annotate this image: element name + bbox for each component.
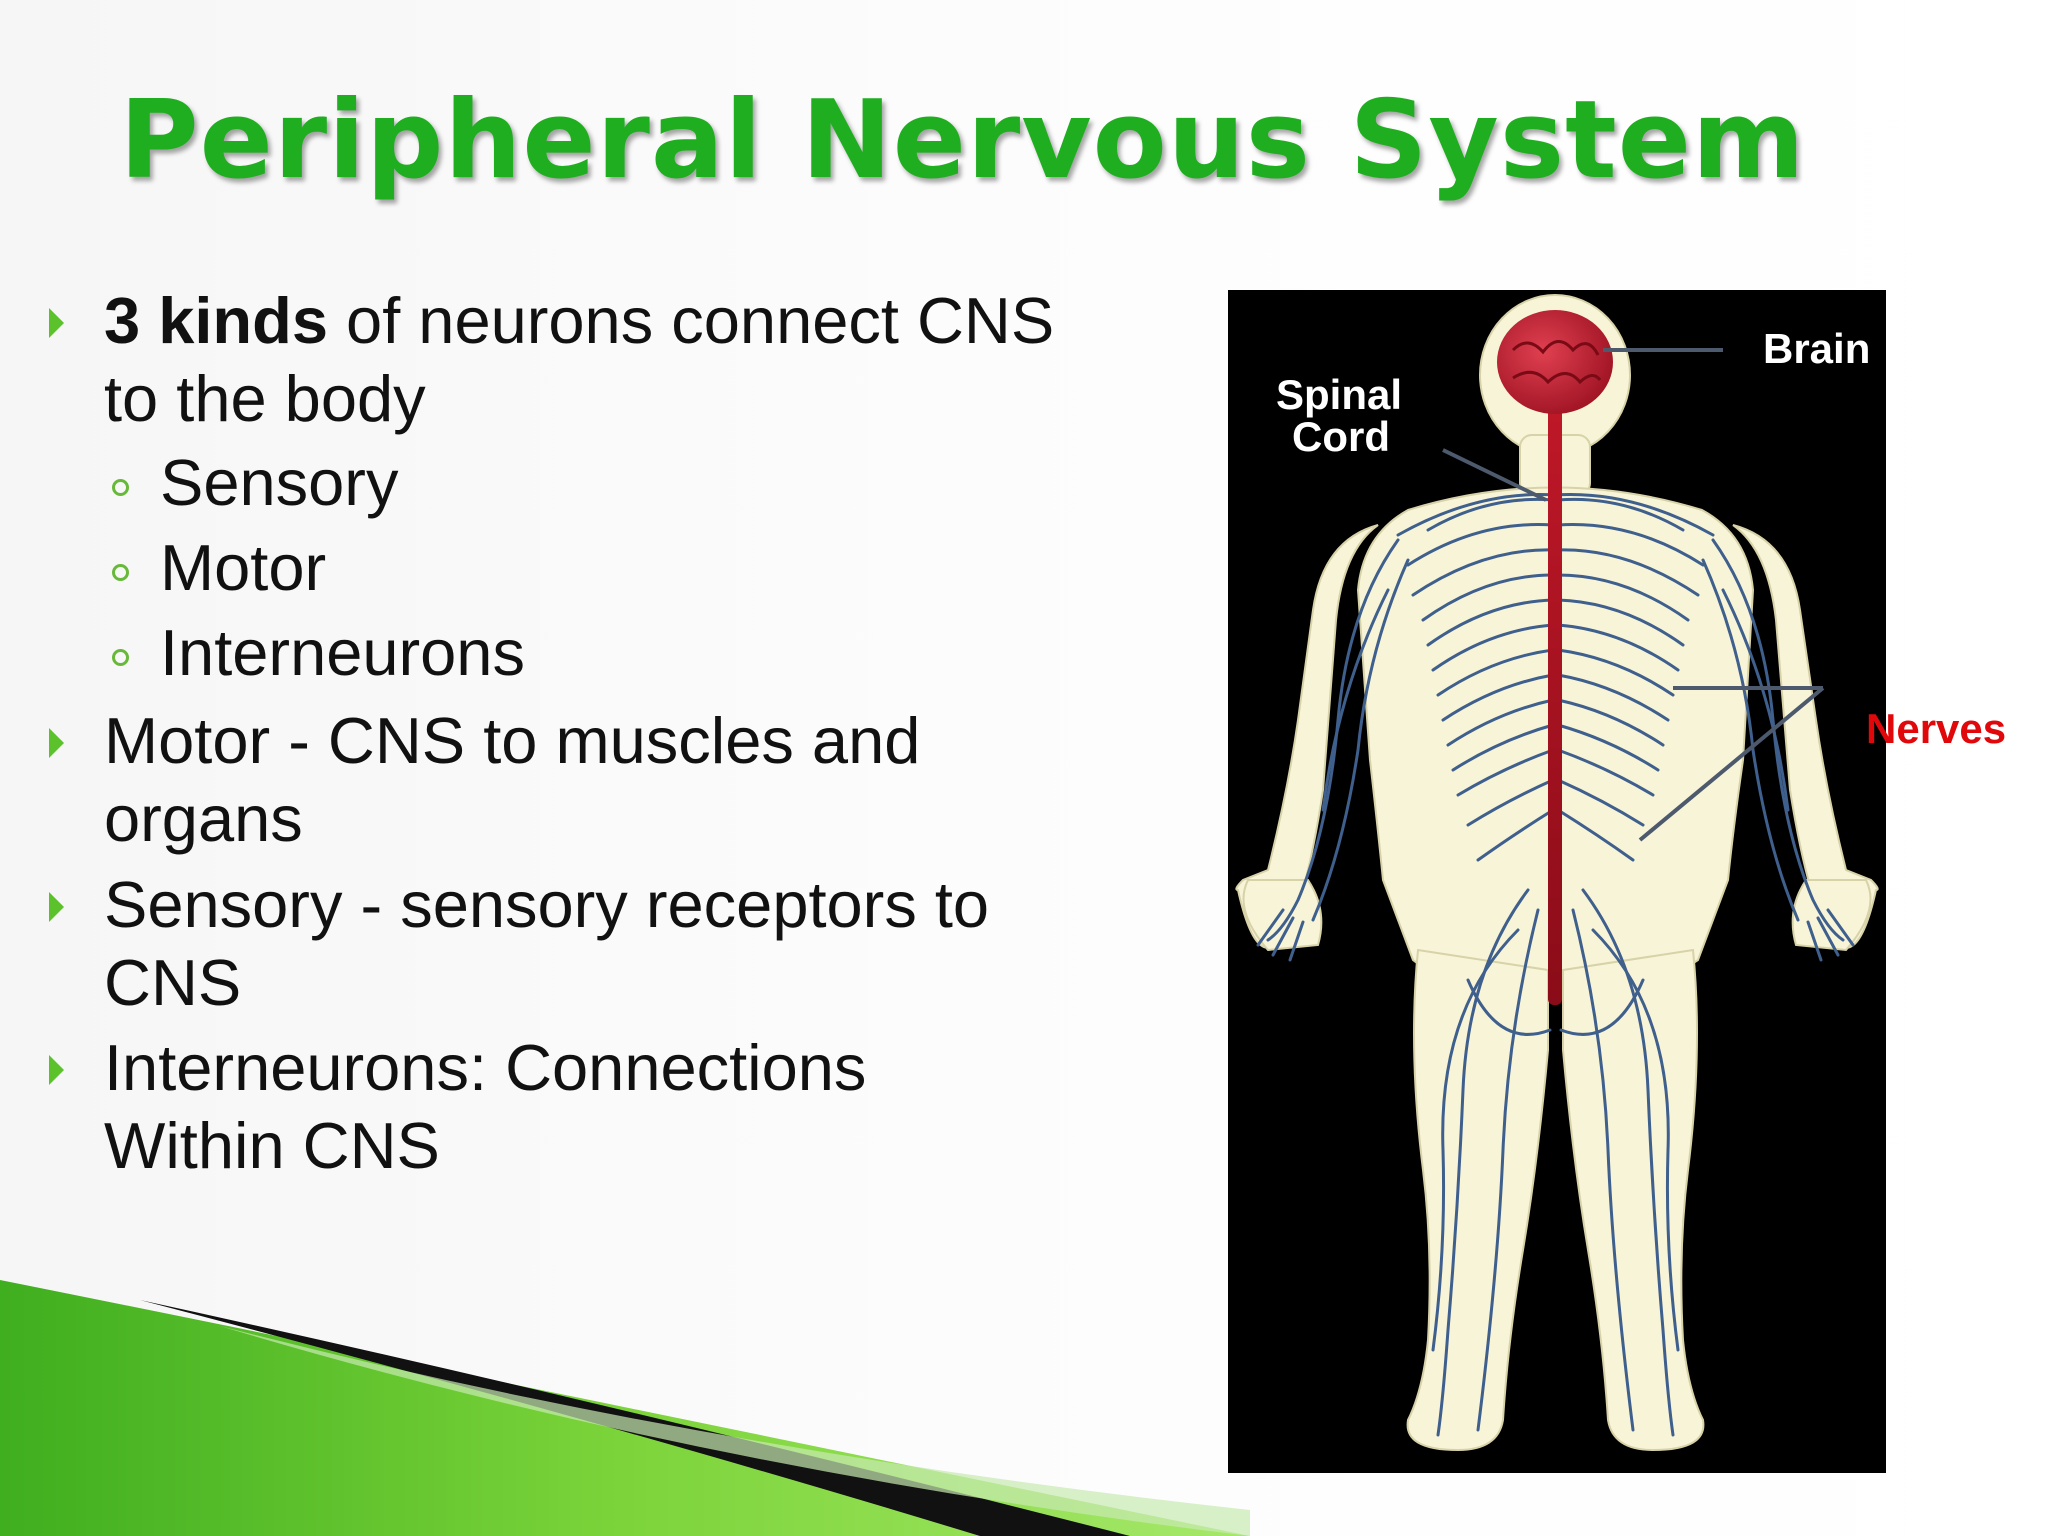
brain: [1497, 310, 1613, 414]
bullet-text: Sensory - sensory receptors to: [104, 868, 990, 941]
slide-title: Peripheral Nervous System: [119, 78, 1806, 203]
sub-bullet-text: Sensory: [160, 446, 399, 519]
sub-bullet-item: Motor: [112, 530, 327, 606]
bullet-continuation: CNS: [104, 946, 242, 1019]
bullet-item: Interneurons: Connections: [49, 1030, 1154, 1106]
ring-bullet-icon: [112, 564, 129, 581]
green-swoosh-decoration: [0, 1280, 1250, 1536]
bullet-item: 3 kinds of neurons connect CNS: [49, 283, 1154, 359]
bullet-text: Interneurons: Connections: [104, 1031, 867, 1104]
spinal-cord-label-line1: Spinal: [1276, 371, 1403, 418]
sub-bullet-item: Sensory: [112, 445, 399, 521]
bullet-item: Sensory - sensory receptors to: [49, 867, 1154, 943]
bullet-arrow-icon: [49, 892, 64, 922]
ring-bullet-icon: [112, 479, 129, 496]
bullet-text: of neurons connect CNS: [327, 284, 1055, 357]
bullet-text: Motor - CNS to muscles and: [104, 704, 921, 777]
nerves-label: Nerves: [1866, 705, 2007, 752]
bullet-item: Motor - CNS to muscles and: [49, 703, 1154, 779]
sub-bullet-text: Motor: [160, 531, 327, 604]
brain-label: Brain: [1763, 325, 1871, 372]
body-illustration: [1235, 294, 1879, 1452]
bullet-continuation: Within CNS: [104, 1109, 440, 1182]
bullet-arrow-icon: [49, 728, 64, 758]
spinal-cord-label-line2: Cord: [1292, 413, 1390, 460]
sub-bullet-text: Interneurons: [160, 616, 525, 689]
bullet-arrow-icon: [49, 308, 64, 338]
nerve-network: [1256, 493, 1855, 1437]
ring-bullet-icon: [112, 649, 129, 666]
nervous-system-figure: Brain Spinal Cord: [1228, 290, 1886, 1473]
sub-bullet-item: Interneurons: [112, 615, 525, 691]
spinal-cord: [1548, 390, 1562, 1005]
bullet-arrow-icon: [49, 1055, 64, 1085]
bullet-continuation: organs: [104, 782, 303, 855]
label-pointers: [1442, 348, 1825, 842]
bullet-list: 3 kinds of neurons connect CNS to the bo…: [0, 0, 1180, 1200]
bullet-bold-text: 3 kinds: [104, 284, 328, 357]
bullet-continuation: to the body: [104, 362, 426, 435]
